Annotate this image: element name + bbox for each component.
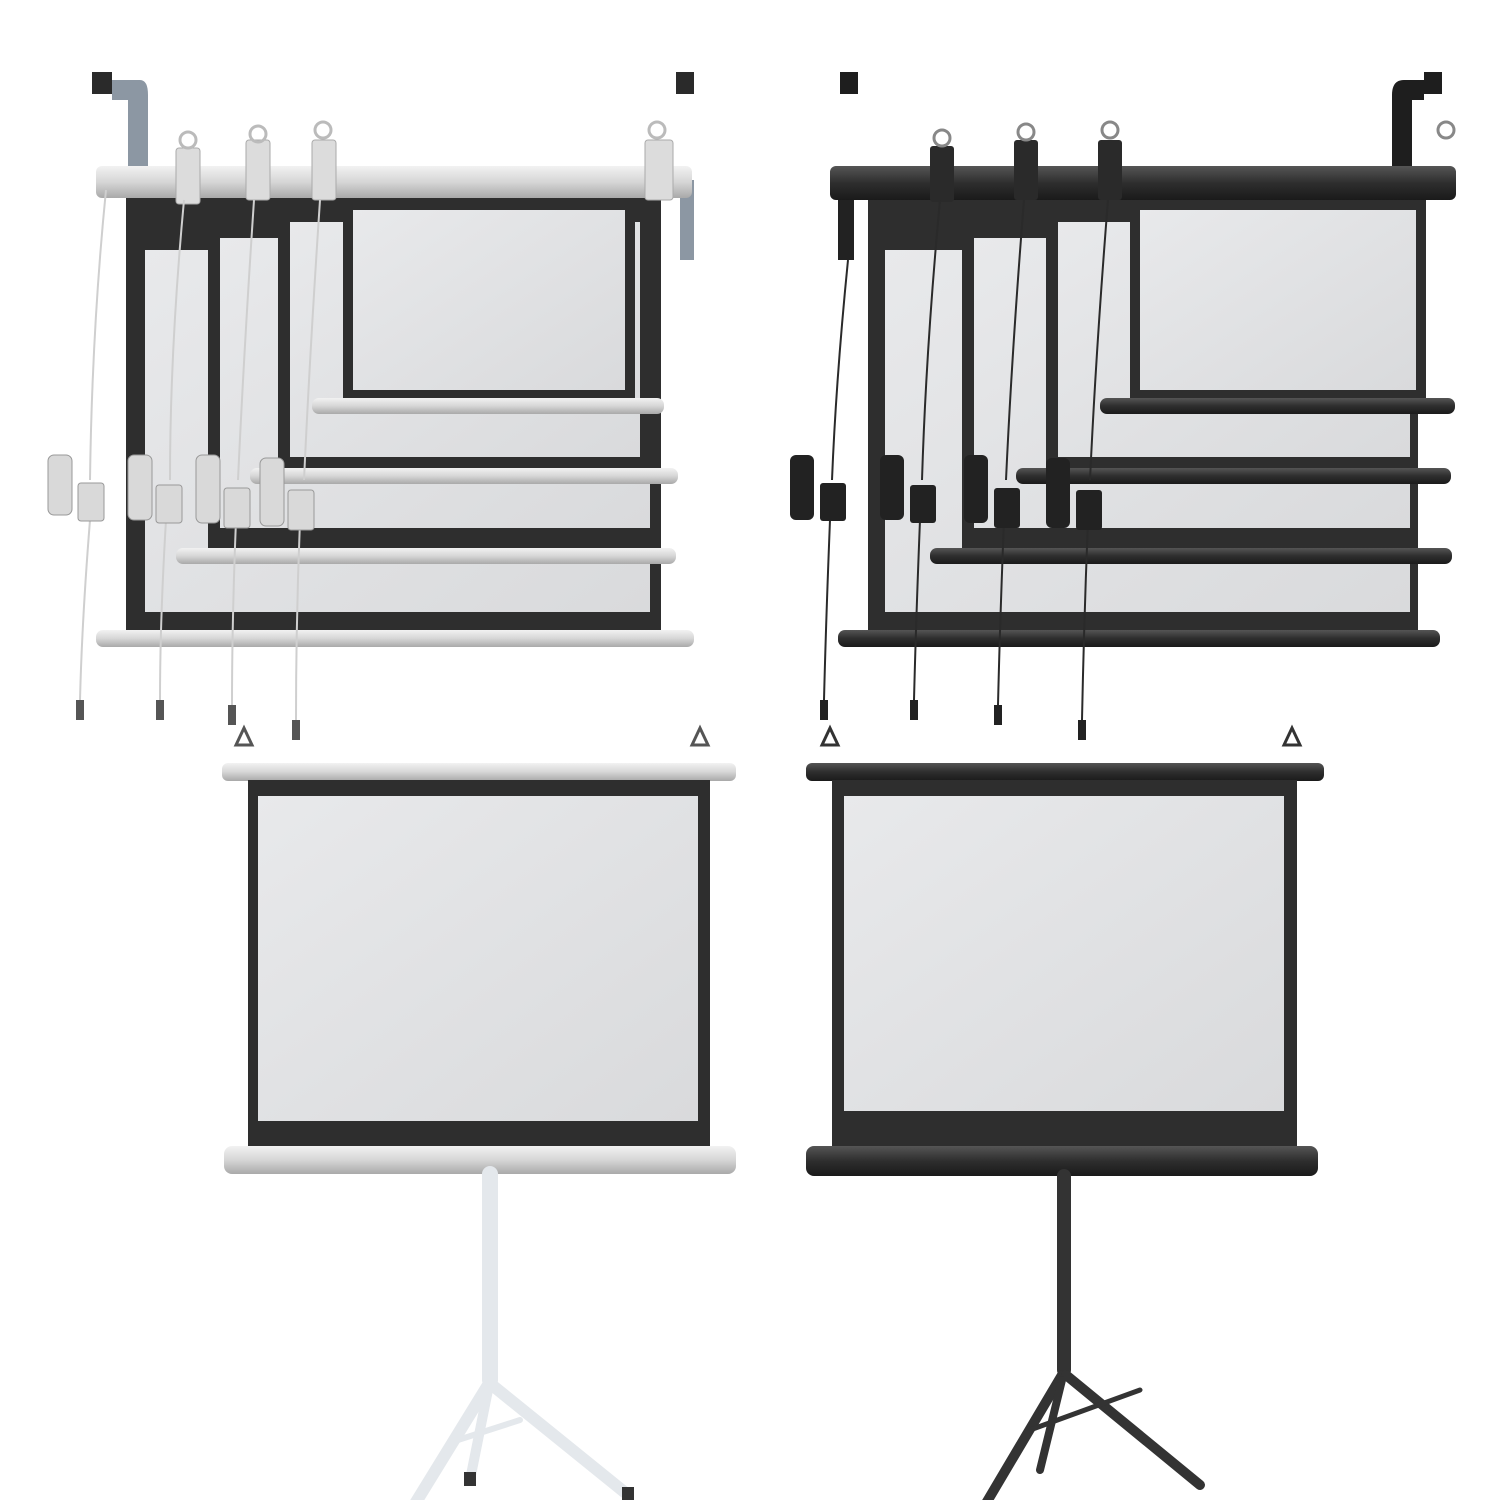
tripod-foot <box>464 1472 476 1486</box>
hang-hook <box>819 724 1303 747</box>
tube-clip <box>311 139 337 201</box>
hang-ring <box>1016 122 1036 142</box>
hang-hook <box>233 724 711 747</box>
tripod-foot <box>622 1487 634 1500</box>
screen-surface <box>258 796 698 1121</box>
plug <box>156 700 164 720</box>
power-cable <box>1081 199 1109 721</box>
tripod-leg <box>486 1379 634 1500</box>
motorized-wall-screens-black <box>790 72 1456 740</box>
tube-clip <box>930 146 954 202</box>
hang-ring <box>1436 120 1456 140</box>
wall-bracket-arm-left <box>112 80 148 175</box>
receiver-box <box>1076 490 1102 530</box>
remote-control <box>47 454 73 516</box>
plug <box>994 705 1002 725</box>
screen-surface <box>844 796 1284 1111</box>
remote-control <box>127 454 153 521</box>
tube-clip <box>175 147 201 205</box>
bottom-bar-mini <box>312 398 664 414</box>
wall-bracket-left <box>840 72 858 94</box>
bottom-bar-small <box>1016 468 1451 484</box>
tripod-leg <box>1061 1370 1205 1490</box>
tripod-leg <box>410 1379 494 1500</box>
wall-bracket-arm-left <box>838 190 854 260</box>
remote-control <box>964 455 988 523</box>
top-tube <box>222 763 736 781</box>
power-cable <box>295 199 321 721</box>
hang-ring <box>932 128 952 148</box>
top-tube <box>806 763 1324 781</box>
power-cable <box>231 199 255 706</box>
tube-clip <box>1098 140 1122 200</box>
roller-tube <box>96 166 692 198</box>
remote-control <box>790 455 814 520</box>
wall-bracket-arm-right <box>680 180 694 260</box>
remote-control <box>1046 458 1070 528</box>
plug <box>1078 720 1086 740</box>
bottom-bar-large <box>96 630 694 647</box>
tripod-brace <box>455 1417 523 1443</box>
case-tube <box>806 1146 1318 1176</box>
wall-bracket-right <box>676 72 694 94</box>
hang-ring <box>313 120 333 140</box>
wall-bracket-right <box>1424 72 1442 94</box>
remote-control <box>880 455 904 520</box>
plug <box>910 700 918 720</box>
receiver-box <box>994 488 1020 528</box>
roller-tube <box>830 166 1456 200</box>
receiver-box <box>820 483 846 521</box>
hang-ring <box>248 124 268 144</box>
hang-ring <box>647 120 667 140</box>
receiver-box <box>155 484 183 524</box>
tripod-leg <box>982 1370 1067 1500</box>
power-cable <box>913 199 941 701</box>
tripod-screen-white <box>222 724 736 1500</box>
bottom-bar-mini <box>1100 398 1455 414</box>
bottom-bar-small <box>250 468 678 484</box>
case-tube <box>224 1146 736 1174</box>
receiver-box <box>910 485 936 523</box>
bottom-bar-medium <box>176 548 676 564</box>
receiver-box <box>77 482 105 522</box>
plug <box>292 720 300 740</box>
plug <box>820 700 828 720</box>
hang-ring <box>178 130 198 150</box>
receiver-box <box>287 489 315 531</box>
power-cable <box>79 189 107 701</box>
bottom-bar-medium <box>930 548 1452 564</box>
tripod-screen-black <box>806 724 1324 1500</box>
hang-ring <box>1100 120 1120 140</box>
plug <box>228 705 236 725</box>
power-cable <box>159 199 185 701</box>
tripod-brace <box>1027 1387 1143 1433</box>
remote-control <box>259 457 285 527</box>
wall-bracket-left <box>92 72 112 94</box>
wall-bracket-arm-right <box>1392 80 1424 175</box>
receiver-box <box>223 487 251 529</box>
tube-clip <box>644 139 674 201</box>
remote-control <box>195 454 221 524</box>
bottom-bar-large <box>838 630 1440 647</box>
power-cable <box>823 259 849 701</box>
plug <box>76 700 84 720</box>
tube-clip <box>245 139 271 201</box>
power-cable <box>997 199 1025 706</box>
motorized-wall-screens-white <box>47 72 694 740</box>
screen-surface-mini <box>353 210 625 390</box>
screen-surface-mini <box>1140 210 1416 390</box>
tube-clip <box>1014 140 1038 200</box>
